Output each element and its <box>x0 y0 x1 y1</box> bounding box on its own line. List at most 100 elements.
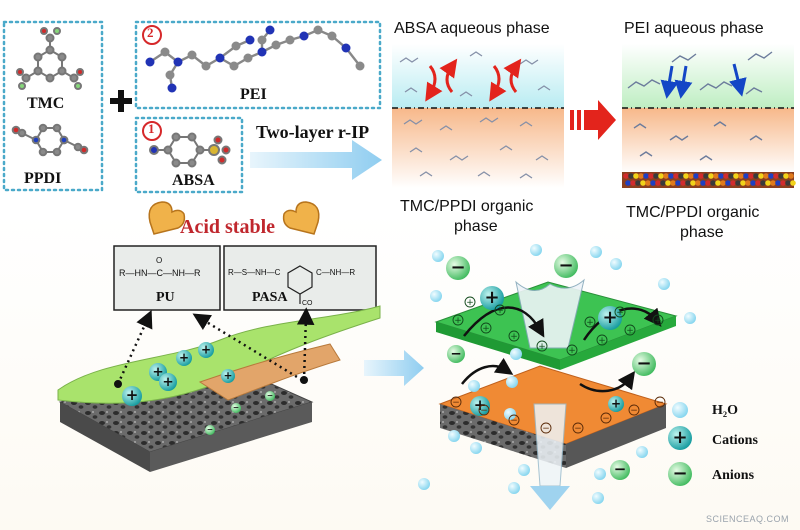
pasa-left-formula: R—S—NH—C <box>228 268 281 277</box>
polymer-bead <box>763 173 769 179</box>
cation-ion: + <box>608 396 624 412</box>
anion-ion: − <box>265 391 275 401</box>
polymer-bead <box>725 180 731 186</box>
negative-charge <box>600 412 612 424</box>
water-molecule <box>592 492 604 504</box>
polymer-bead <box>655 180 661 186</box>
ppdi-molecule <box>11 123 89 157</box>
polymer-bead <box>735 180 741 186</box>
svg-text:−: − <box>602 414 610 424</box>
polymer-bead <box>720 180 726 186</box>
polymer-bead <box>740 180 746 186</box>
polymer-bead <box>688 173 694 179</box>
svg-text:+: + <box>482 324 490 334</box>
step-1-number: 1 <box>148 121 155 136</box>
cation-ion: + <box>598 306 622 330</box>
polymer-bead <box>648 173 654 179</box>
anion-ion: − <box>446 256 470 280</box>
anion-ion: − <box>610 460 630 480</box>
polymer-bead <box>758 173 764 179</box>
polymer-bead <box>638 173 644 179</box>
pei-phase-label: PEI aqueous phase <box>624 20 764 37</box>
polymer-bead <box>755 180 761 186</box>
red-arrow <box>570 100 616 140</box>
svg-text:−: − <box>450 346 461 362</box>
polymer-bead <box>668 173 674 179</box>
svg-text:+: + <box>626 326 634 336</box>
polymer-bead <box>785 180 791 186</box>
flexed-arm-left-icon <box>148 201 186 235</box>
negative-charge <box>450 396 462 408</box>
polymer-bead <box>673 173 679 179</box>
positive-charge <box>596 334 608 346</box>
svg-text:+: + <box>162 374 173 390</box>
svg-text:+: + <box>602 307 617 328</box>
positive-charge <box>624 324 636 336</box>
ions-layer: ++++++−−−−−−−−+++++−++++++++++++−−−−−−−− <box>122 244 696 504</box>
svg-text:−: − <box>510 416 518 426</box>
cation-ion: + <box>159 373 177 391</box>
organic-phase-label-2: TMC/PPDI organic <box>626 204 760 221</box>
polymer-bead <box>728 173 734 179</box>
polymer-bead <box>695 180 701 186</box>
legend-cation-icon: + <box>668 426 692 450</box>
membrane-left <box>57 305 381 472</box>
organic-phase-label-1b: phase <box>454 218 498 235</box>
polymer-bead <box>765 180 771 186</box>
watermark: SCIENCEAQ.COM <box>706 514 790 524</box>
pointer-pu <box>116 310 153 385</box>
cation-ion: + <box>198 342 214 358</box>
polymer-bead <box>760 180 766 186</box>
water-molecule <box>506 376 518 388</box>
svg-text:+: + <box>466 298 474 308</box>
positive-charge <box>536 340 548 352</box>
process-arrow <box>250 140 382 180</box>
svg-text:+: + <box>654 316 662 326</box>
svg-text:+: + <box>538 342 546 352</box>
pu-formula: R—HN—C—NH—R <box>119 268 201 278</box>
polymer-bead <box>628 173 634 179</box>
tmc-label: TMC <box>27 95 65 112</box>
step-2-badge <box>142 25 162 45</box>
polymer-bead <box>730 180 736 186</box>
water-molecule <box>636 446 648 458</box>
polymer-bead <box>625 180 631 186</box>
water-molecule <box>530 244 542 256</box>
legend-cations-label: Cations <box>712 433 758 448</box>
positive-charge <box>452 314 464 326</box>
svg-text:−: − <box>207 425 213 434</box>
svg-text:+: + <box>152 364 163 380</box>
polymer-bead <box>645 180 651 186</box>
svg-text:−: − <box>636 353 651 374</box>
polymer-bead <box>698 173 704 179</box>
polymer-bead <box>723 173 729 179</box>
svg-text:+: + <box>201 342 211 356</box>
polymer-bead <box>690 180 696 186</box>
svg-text:+: + <box>474 396 487 414</box>
negative-charge <box>628 404 640 416</box>
polymer-bead <box>630 180 636 186</box>
absa-label: ABSA <box>172 172 215 189</box>
positive-charge <box>652 314 664 326</box>
pei-phase-panel <box>622 44 796 188</box>
water-molecule <box>594 468 606 480</box>
polymer-bead <box>745 180 751 186</box>
polymer-bead <box>753 173 759 179</box>
step-2-number: 2 <box>147 25 154 40</box>
pei-label: PEI <box>240 86 267 103</box>
pu-structure-box <box>113 245 221 311</box>
anion-ion: − <box>205 425 215 435</box>
polymer-bead <box>678 173 684 179</box>
positive-charge <box>480 322 492 334</box>
polymer-bead <box>718 173 724 179</box>
svg-text:−: − <box>630 406 638 416</box>
water-molecule <box>430 290 442 302</box>
step-1-badge <box>142 121 162 141</box>
membrane-arrow <box>364 350 424 386</box>
anion-ion: − <box>231 403 241 413</box>
polymer-bead <box>708 173 714 179</box>
water-molecule <box>470 442 482 454</box>
svg-text:+: + <box>672 427 687 448</box>
svg-text:+: + <box>179 350 189 364</box>
